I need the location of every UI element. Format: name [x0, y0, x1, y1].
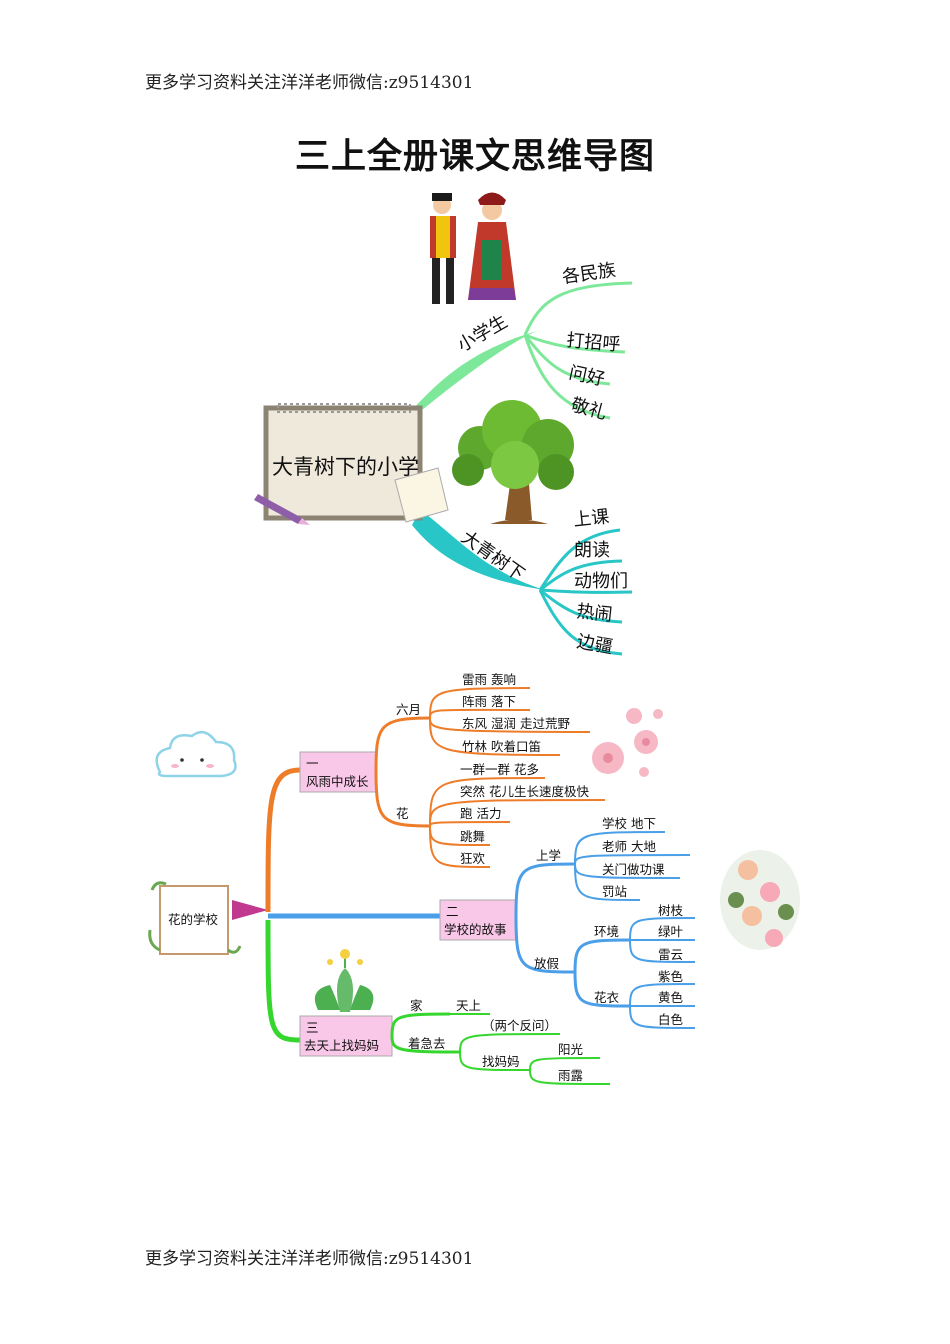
- root-2-label: 花的学校: [168, 912, 219, 927]
- header-top: 更多学习资料关注洋洋老师微信:z9514301: [145, 73, 474, 93]
- cloud-icon: [155, 730, 237, 778]
- b2-leaf-1: 学校 地下: [602, 816, 656, 831]
- env-leaf-3: 雷云: [658, 947, 683, 962]
- b1-sub1: 六月: [396, 702, 421, 717]
- tree-icon: [452, 400, 574, 524]
- cloth-label: 花衣: [594, 990, 620, 1005]
- cloth-leaf-2: 黄色: [658, 990, 684, 1005]
- env-leaf-1: 树枝: [658, 903, 684, 918]
- b1-num: 一: [306, 756, 319, 771]
- b3-label: 去天上找妈妈: [304, 1038, 379, 1053]
- b1-leaf-2: 阵雨 落下: [462, 694, 516, 709]
- hurry-label: 着急去: [408, 1036, 446, 1051]
- b1-leaf-6: 突然 花儿生长速度极快: [460, 784, 589, 799]
- mind-map-2: 花的学校 一 风雨中成长 六月 花 雷雨 轰响 阵雨 落下 东风 湿润 走过荒野…: [148, 672, 800, 1085]
- b3-num: 三: [306, 1020, 319, 1035]
- children-illustration: [430, 192, 516, 304]
- leaf-a-2: 打招呼: [566, 330, 622, 356]
- b1-leaf-1: 雷雨 轰响: [462, 672, 516, 687]
- root-frame-1: [254, 403, 449, 525]
- b2-sub2: 放假: [534, 956, 560, 971]
- header-bottom: 更多学习资料关注洋洋老师微信:z9514301: [145, 1249, 474, 1269]
- b2-num: 二: [446, 904, 459, 919]
- b2-leaf-4: 罚站: [602, 884, 627, 899]
- leaf-b-1: 上课: [572, 506, 610, 531]
- cloth-leaf-3: 白色: [658, 1012, 684, 1027]
- find-label: 找妈妈: [482, 1054, 520, 1069]
- page-title: 三上全册课文思维导图: [294, 137, 655, 177]
- env-label: 环境: [594, 924, 619, 939]
- lotus-icon: [720, 850, 800, 950]
- leaf-b-2: 朗读: [574, 540, 610, 561]
- leaf-a-3: 问好: [567, 362, 607, 390]
- find-leaf-2: 雨露: [558, 1068, 584, 1083]
- plant-icon: [314, 949, 374, 1012]
- b1-leaf-4: 竹林 吹着口笛: [462, 739, 541, 754]
- home-label: 家: [410, 998, 423, 1013]
- hurry-note: （两个反问）: [482, 1018, 557, 1033]
- leaf-b-3: 动物们: [574, 571, 628, 592]
- b1-leaf-9: 狂欢: [460, 851, 486, 866]
- leaf-a-4: 敬礼: [569, 395, 609, 425]
- b1-leaf-7: 跑 活力: [460, 806, 501, 821]
- cloth-leaf-1: 紫色: [658, 969, 684, 984]
- b2-leaf-3: 关门做功课: [602, 862, 665, 877]
- root-frame-2: [148, 881, 268, 955]
- env-leaf-2: 绿叶: [658, 924, 684, 939]
- b2-sub1: 上学: [536, 848, 561, 863]
- b2-label: 学校的故事: [444, 922, 507, 937]
- home-leaf: 天上: [456, 998, 481, 1013]
- b1-leaf-5: 一群一群 花多: [460, 762, 539, 777]
- b2-leaf-2: 老师 大地: [602, 839, 656, 854]
- find-leaf-1: 阳光: [558, 1042, 583, 1057]
- mind-map-1: 大青树下的小学 小学生 各民族 打招呼 问好 敬礼 大青树下 上课 朗读 动物们…: [254, 192, 633, 658]
- leaf-b-4: 热闹: [575, 601, 613, 626]
- b1-sub2: 花: [396, 806, 409, 821]
- b1-label: 风雨中成长: [306, 774, 369, 789]
- b1-leaf-8: 跳舞: [460, 829, 485, 844]
- leaf-b-5: 边疆: [575, 631, 614, 658]
- blossom-icon: [592, 708, 663, 777]
- b1-leaf-3: 东风 湿润 走过荒野: [462, 716, 570, 731]
- root-1-label: 大青树下的小学: [272, 455, 419, 479]
